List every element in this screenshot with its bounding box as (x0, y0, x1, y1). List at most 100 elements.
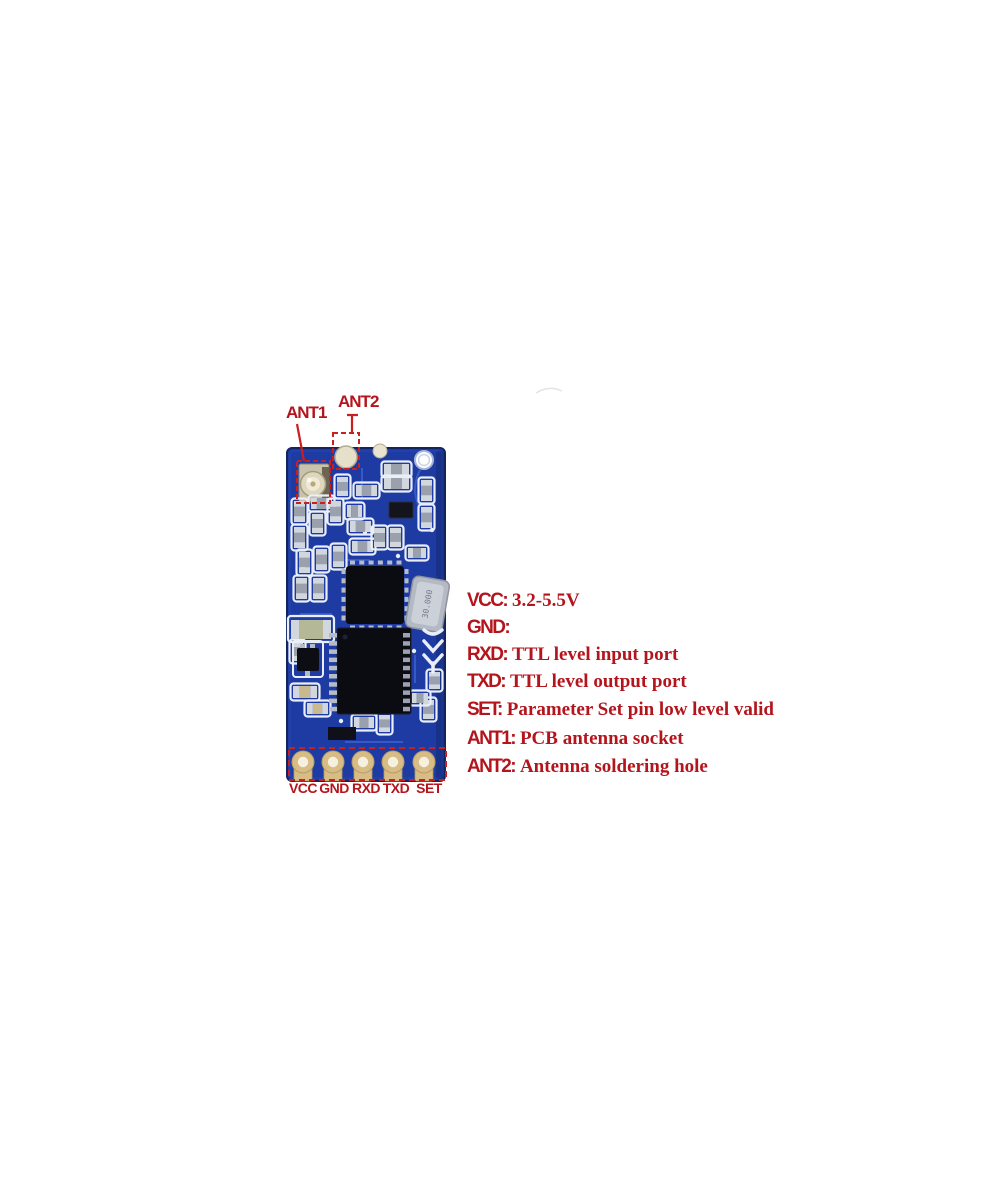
smd-component (371, 485, 377, 496)
ant2-solder-hole (334, 445, 358, 469)
smd-component (374, 541, 385, 547)
smd-component (356, 485, 362, 496)
pin-hole-center (357, 756, 369, 768)
mcu-pin (329, 706, 337, 712)
qfn-pad (387, 560, 393, 565)
mcu-pin (403, 665, 410, 671)
mcu-chip (329, 627, 412, 715)
smd-component (330, 501, 341, 507)
qfn-pad (404, 578, 409, 584)
mcu-pin (329, 641, 337, 646)
smd-component (312, 527, 323, 533)
smd-outline (417, 503, 436, 532)
smd-component (402, 478, 409, 489)
ant1-callout-label: ANT1 (286, 403, 327, 422)
smd-component (296, 593, 307, 599)
pin-row-dashed-box (288, 747, 447, 781)
annotation-row: ANT2: Antenna soldering hole (467, 756, 708, 778)
smd-component (423, 700, 434, 706)
smd-component (313, 578, 324, 584)
smd-component (390, 541, 401, 547)
smd-component (384, 464, 391, 475)
smd-component (359, 717, 369, 728)
smd-component (294, 527, 305, 533)
pin-hole-center (387, 756, 399, 768)
watermark-mark (535, 387, 563, 394)
smd-component (299, 557, 310, 568)
pin-label-vcc: VCC (288, 780, 318, 796)
smd-component (412, 693, 417, 703)
mcu-pin (403, 698, 410, 704)
pin-hole-center (327, 756, 339, 768)
smd-outline (380, 460, 413, 479)
qfn-pad (350, 560, 355, 565)
smd-component (423, 693, 428, 703)
smd-component (367, 541, 373, 552)
qfn-pad (404, 587, 409, 593)
smd-component (292, 642, 303, 648)
smd-component (379, 719, 390, 728)
mcu-pin (403, 633, 410, 638)
annotation-row: SET: Parameter Set pin low level valid (467, 699, 774, 721)
smd-component (316, 564, 327, 570)
smd-component (357, 541, 368, 552)
qfn-pad (377, 560, 383, 565)
qfn-pad (341, 587, 346, 593)
annotation-label: GND: (467, 617, 511, 638)
smd-component (429, 676, 440, 685)
bottom-ic (328, 727, 356, 740)
smd-component (322, 703, 328, 714)
small-ic-chip (388, 501, 414, 519)
smd-component (391, 478, 402, 489)
smd-component (423, 705, 434, 714)
smd-outline (329, 542, 348, 571)
smd-component (421, 522, 432, 528)
smd-component (307, 703, 313, 714)
smd-outline (308, 510, 327, 537)
smd-component (421, 480, 432, 486)
mcu-pin (329, 698, 337, 704)
mcu-pin (329, 690, 337, 695)
pin-label-rxd: RXD (351, 780, 381, 796)
smd-component (374, 533, 385, 542)
smd-component (333, 561, 344, 567)
mcu-pin (329, 674, 337, 679)
smd-component (390, 528, 401, 534)
qfn-pad (341, 606, 346, 612)
smd-component (391, 464, 402, 475)
annotation-text: 3.2-5.5V (512, 590, 580, 611)
smd-component (347, 505, 352, 517)
smd-component (365, 521, 371, 532)
smd-component (316, 549, 327, 555)
edge-notch-hole (372, 443, 388, 459)
smd-component (357, 505, 362, 517)
smd-component (337, 482, 348, 491)
smd-component (379, 727, 390, 732)
annotation-label: ANT1: (467, 728, 517, 749)
qfn-pad (341, 596, 346, 602)
rf-qfn-chip (341, 560, 409, 630)
smd-component (354, 717, 360, 728)
annotation-text: Parameter Set pin low level valid (506, 699, 774, 720)
mounting-hole (414, 450, 434, 470)
ant2-dashed-box (332, 432, 360, 470)
qfn-pad (359, 560, 365, 565)
ant2-callout-label: ANT2 (338, 392, 379, 411)
annotation-row: TXD: TTL level output port (467, 671, 687, 693)
smd-component (296, 578, 307, 584)
smd-component (416, 693, 424, 703)
smd-component (368, 717, 374, 728)
crystal-oscillator: 30.000 (404, 575, 451, 633)
annotation-text: TTL level output port (509, 671, 687, 692)
smd-component (337, 490, 348, 496)
annotation-label: SET: (467, 699, 503, 720)
smd-component (374, 528, 385, 534)
smd-outline (380, 474, 413, 493)
smd-component (355, 521, 366, 532)
smd-outline (386, 524, 405, 551)
smd-component (330, 506, 341, 517)
smd-component (312, 519, 323, 528)
qfn-pad (341, 615, 346, 621)
annotation-row: RXD: TTL level input port (467, 644, 678, 666)
mcu-pin (403, 706, 410, 712)
